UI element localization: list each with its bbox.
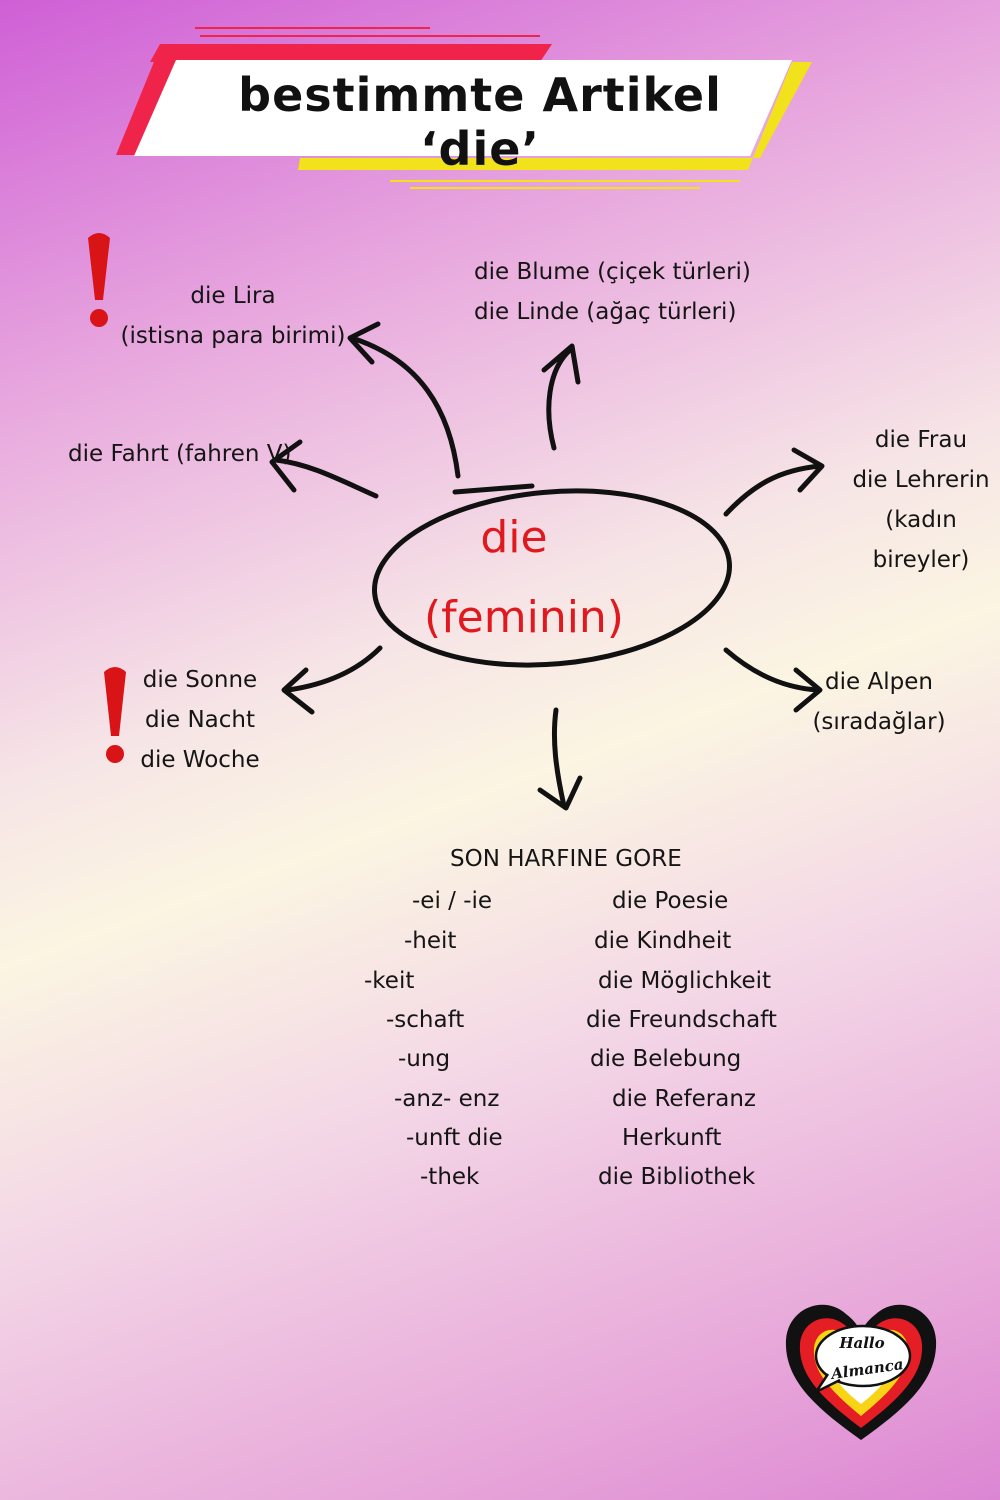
ending-example: die Freundschaft <box>586 1007 777 1033</box>
node-alpen-line: (sıradağlar) <box>812 709 946 735</box>
ending-example: die Möglichkeit <box>598 968 772 994</box>
arrow-to-sonne <box>281 645 383 715</box>
page-title: bestimmte Artikel ‘die’ <box>238 68 722 176</box>
endings-heading: SON HARFINE GORE <box>450 846 682 872</box>
node-alpen: die Alpen (sıradağlar) <box>800 662 958 742</box>
ending-suffix: -keit <box>364 968 415 994</box>
hallo-almanca-logo: Hallo Almanca <box>785 1304 937 1440</box>
ending-suffix: -schaft <box>386 1007 465 1033</box>
arrow-to-fahrt <box>269 439 379 499</box>
center-article: die <box>480 512 548 563</box>
node-lira: die Lira (istisna para birimi) <box>108 276 358 356</box>
node-lira-line: die Lira <box>190 283 276 309</box>
arrow-to-alpen <box>723 647 823 713</box>
ending-example: die Poesie <box>612 888 729 914</box>
ending-suffix: -anz- enz <box>394 1086 500 1112</box>
node-sonne-line: die Nacht <box>145 707 255 733</box>
ending-suffix: -ei / -ie <box>412 888 493 914</box>
node-blume-line: die Blume (çiçek türleri) <box>474 259 751 285</box>
node-alpen-line: die Alpen <box>825 669 933 695</box>
logo-text-line1: Hallo <box>838 1334 884 1352</box>
node-frau-line: (kadın <box>885 507 957 533</box>
node-frau-line: bireyler) <box>872 547 970 573</box>
node-fahrt-line: die Fahrt (fahren V) <box>68 441 292 467</box>
node-frau-line: die Frau <box>874 427 968 453</box>
node-sonne-line: die Woche <box>140 747 260 773</box>
ending-example: Herkunft <box>622 1125 722 1151</box>
ending-example: die Referanz <box>612 1086 756 1112</box>
node-blume: die Blume (çiçek türleri) die Linde (ağa… <box>474 252 751 332</box>
arrow-to-frau <box>723 447 825 517</box>
arrow-to-blume <box>541 343 581 451</box>
exclamation-icon <box>104 667 126 763</box>
arrow-to-endings <box>537 707 583 811</box>
exclamation-icon <box>88 233 110 327</box>
node-frau-line: die Lehrerin <box>852 467 990 493</box>
ending-suffix: -ung <box>398 1046 451 1072</box>
node-lira-line: (istisna para birimi) <box>120 323 346 349</box>
ending-example: die Kindheit <box>594 928 732 954</box>
node-frau: die Frau die Lehrerin (kadın bireyler) <box>846 420 996 580</box>
ending-example: die Bibliothek <box>598 1164 756 1190</box>
arrow-to-lira <box>347 321 461 479</box>
title-banner <box>116 27 812 189</box>
ending-suffix: -heit <box>404 928 457 954</box>
ending-suffix: -thek <box>420 1164 480 1190</box>
center-gender: (feminin) <box>424 592 624 643</box>
node-blume-line: die Linde (ağaç türleri) <box>474 299 737 325</box>
node-sonne: die Sonne die Nacht die Woche <box>130 660 270 780</box>
ending-example: die Belebung <box>590 1046 742 1072</box>
ending-suffix: -unft die <box>406 1125 503 1151</box>
node-fahrt: die Fahrt (fahren V) <box>68 434 291 474</box>
node-sonne-line: die Sonne <box>142 667 258 693</box>
center-oval <box>372 483 732 668</box>
